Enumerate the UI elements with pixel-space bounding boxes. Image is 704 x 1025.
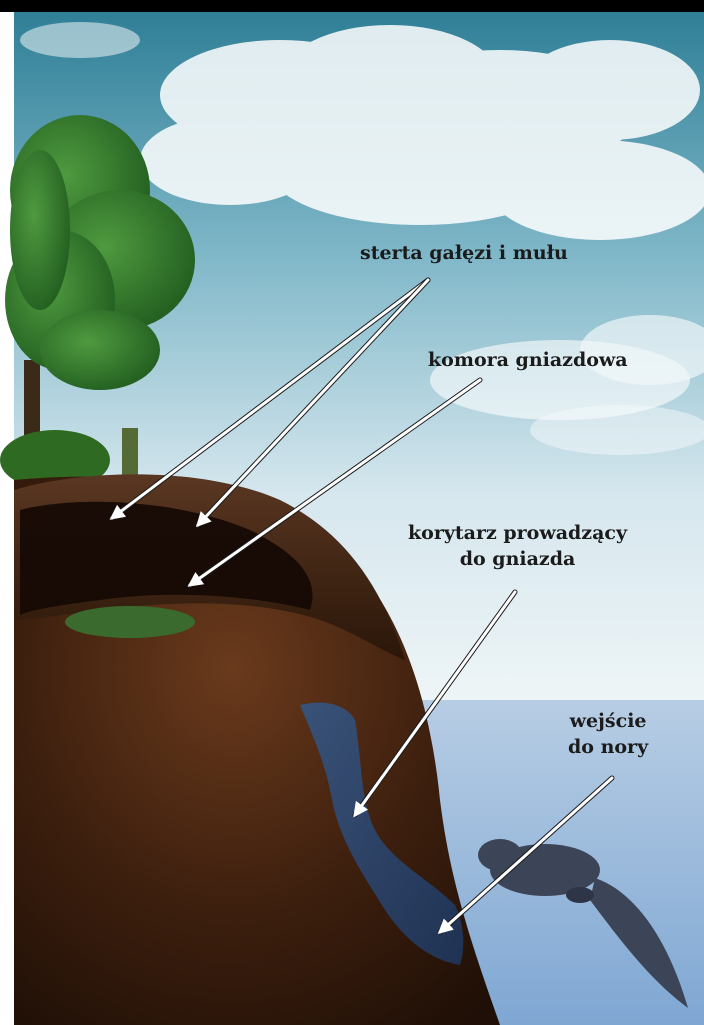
label-corridor: korytarz prowadzący do gniazda [408, 520, 627, 572]
label-entrance-line2: do nory [568, 734, 648, 760]
label-entrance-line1: wejście [568, 708, 648, 734]
stump [122, 428, 138, 478]
label-branch-pile: sterta gałęzi i mułu [360, 240, 568, 266]
top-border [0, 0, 704, 12]
label-nesting-chamber-text: komora gniazdowa [428, 347, 628, 373]
label-corridor-line1: korytarz prowadzący [408, 520, 627, 546]
label-branch-pile-text: sterta gałęzi i mułu [360, 240, 568, 266]
label-entrance: wejście do nory [568, 708, 648, 760]
label-nesting-chamber: komora gniazdowa [428, 347, 628, 373]
moss [65, 606, 195, 638]
left-margin [0, 12, 14, 1025]
label-corridor-line2: do gniazda [408, 546, 627, 572]
